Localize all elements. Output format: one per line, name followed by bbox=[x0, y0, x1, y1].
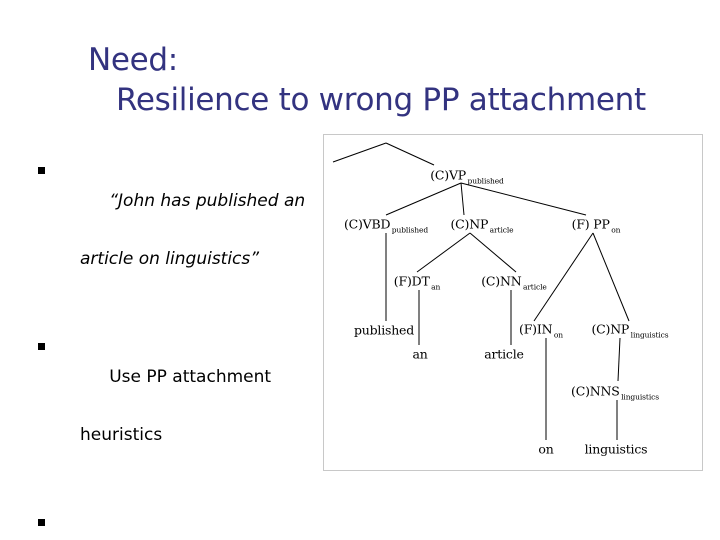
tree-leaf-label: article bbox=[484, 346, 524, 362]
tree-leaf-label: an bbox=[412, 346, 428, 362]
page-title: Need: Resilience to wrong PP attachment bbox=[88, 40, 708, 120]
bullet-1-line-2: article on linguistics” bbox=[80, 249, 260, 269]
tree-edge bbox=[385, 182, 462, 216]
tree-node-label: (F)IN bbox=[519, 321, 553, 337]
tree-leaf-leaf_an: an bbox=[412, 344, 427, 363]
bullet-text-2: Use PP attachment heuristics bbox=[66, 334, 320, 508]
tree-leaf-label: linguistics bbox=[584, 441, 648, 457]
title-line-1: Need: bbox=[88, 42, 178, 78]
tree-leaf-label: on bbox=[538, 441, 554, 457]
tree-node-label: (C)NP bbox=[450, 216, 489, 232]
list-item: Get {article, on, linguistics} bbox=[20, 510, 320, 540]
tree-edge bbox=[533, 232, 594, 322]
tree-node-headword: article bbox=[489, 225, 514, 235]
bullet-text-1: “John has published an article on lingui… bbox=[66, 158, 320, 332]
bullet-2-line-2: heuristics bbox=[80, 425, 163, 445]
tree-node-label: (C)NNS bbox=[571, 383, 620, 399]
tree-leaf-leaf_linguistics: linguistics bbox=[585, 439, 648, 458]
bullet-2-line-1: Use PP attachment bbox=[109, 367, 272, 387]
list-item: “John has published an article on lingui… bbox=[20, 158, 320, 332]
tree-leaf-leaf_on: on bbox=[538, 439, 553, 458]
square-bullet-icon bbox=[38, 343, 45, 350]
tree-node-label: (C)NP bbox=[591, 321, 630, 337]
tree-node-headword: linguistics bbox=[630, 330, 669, 340]
parse-tree-edges bbox=[332, 142, 630, 440]
tree-edge bbox=[385, 142, 435, 166]
tree-edge bbox=[469, 232, 517, 273]
tree-leaf-leaf_published: published bbox=[354, 320, 414, 339]
tree-edge bbox=[617, 337, 621, 382]
bullet-1-line-1: “John has published an bbox=[109, 191, 306, 211]
tree-node-label: (C)NN bbox=[481, 273, 522, 289]
tree-node-headword: on bbox=[553, 330, 563, 340]
tree-node-headword: published bbox=[391, 225, 429, 235]
bullet-text-3: Get {article, on, linguistics} bbox=[66, 510, 320, 540]
tree-edge bbox=[460, 182, 587, 216]
tree-edge bbox=[592, 232, 630, 322]
list-item: Use PP attachment heuristics bbox=[20, 334, 320, 508]
tree-edge bbox=[460, 182, 465, 216]
tree-node-label: (F)DT bbox=[393, 273, 430, 289]
bullet-list: “John has published an article on lingui… bbox=[20, 158, 320, 540]
tree-node-headword: article bbox=[522, 282, 547, 292]
tree-node-label: (F) PP bbox=[571, 216, 610, 232]
tree-node-headword: an bbox=[431, 282, 441, 292]
square-bullet-icon bbox=[38, 519, 45, 526]
tree-node-headword: published bbox=[467, 176, 504, 186]
tree-node-label: (C)VP bbox=[430, 167, 467, 183]
tree-node-headword: on bbox=[611, 225, 621, 235]
tree-node-label: (C)VBD bbox=[343, 216, 391, 232]
tree-edge bbox=[332, 142, 387, 163]
tree-leaf-leaf_article: article bbox=[484, 344, 524, 363]
title-line-2: Resilience to wrong PP attachment bbox=[116, 82, 646, 118]
tree-edge bbox=[416, 232, 471, 273]
tree-leaf-label: published bbox=[353, 322, 415, 338]
square-bullet-icon bbox=[38, 167, 45, 174]
tree-node-headword: linguistics bbox=[621, 392, 659, 402]
